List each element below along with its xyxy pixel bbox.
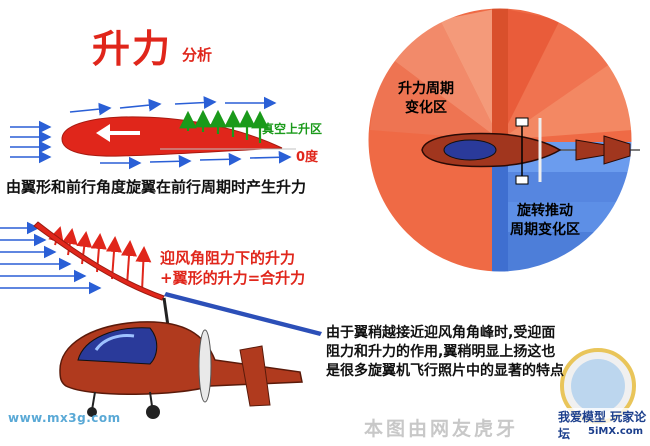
airflow-arrows-lower xyxy=(0,221,102,295)
left-arrow-icon xyxy=(96,124,140,142)
badge-domain: 5iMX.com xyxy=(588,426,644,437)
rotor-disc xyxy=(368,8,632,272)
airfoil-shape xyxy=(61,116,283,157)
watermark-text: 本图由网友虎牙 xyxy=(364,418,519,440)
combined-lift-line-2: +翼形的升力=合升力 xyxy=(160,269,306,287)
drive-zone-line-1: 旋转推动 xyxy=(517,203,573,219)
vacuum-lift-label: 真空上升区 xyxy=(262,122,323,136)
combined-lift-caption: 迎风角阻力下的升力 +翼形的升力=合升力 xyxy=(160,248,305,288)
airflow-arrows-top xyxy=(10,96,292,170)
drive-zone-line-2: 周期变化区 xyxy=(510,222,580,238)
page-title: 升力 xyxy=(92,27,173,71)
explanation-line-1: 由于翼稍越接近迎风角角峰时,受迎面 xyxy=(326,325,556,341)
website-url: www.mx3g.com xyxy=(8,411,121,425)
lift-cycle-zone-label: 升力周期 变化区 xyxy=(398,80,454,118)
page-subtitle: 分析 xyxy=(182,46,213,64)
explanation-line-2: 阻力和升力的作用,翼稍明显上扬这也 xyxy=(326,344,556,360)
gyroplane-body xyxy=(59,297,303,419)
lift-arrows-green xyxy=(179,109,269,143)
combined-lift-line-1: 迎风角阻力下的升力 xyxy=(160,249,296,267)
badge-name: 我爱模型 玩家论坛 xyxy=(556,408,650,442)
gyroplane-top-view xyxy=(421,117,640,185)
drive-cycle-zone-label: 旋转推动 周期变化区 xyxy=(510,202,580,240)
lift-zone-line-2: 变化区 xyxy=(405,100,447,116)
lift-zone-line-1: 升力周期 xyxy=(398,81,454,97)
zero-degree-label: 0度 xyxy=(296,150,319,165)
airfoil-caption: 由翼形和前行角度旋翼在前行周期时产生升力 xyxy=(6,178,307,196)
explanation-line-3: 是很多旋翼机飞行照片中的显著的特点 xyxy=(326,363,564,379)
explanation-text: 由于翼稍越接近迎风角角峰时,受迎面 阻力和升力的作用,翼稍明显上扬这也 是很多旋… xyxy=(326,324,650,381)
rotor-blade-right xyxy=(164,292,322,336)
